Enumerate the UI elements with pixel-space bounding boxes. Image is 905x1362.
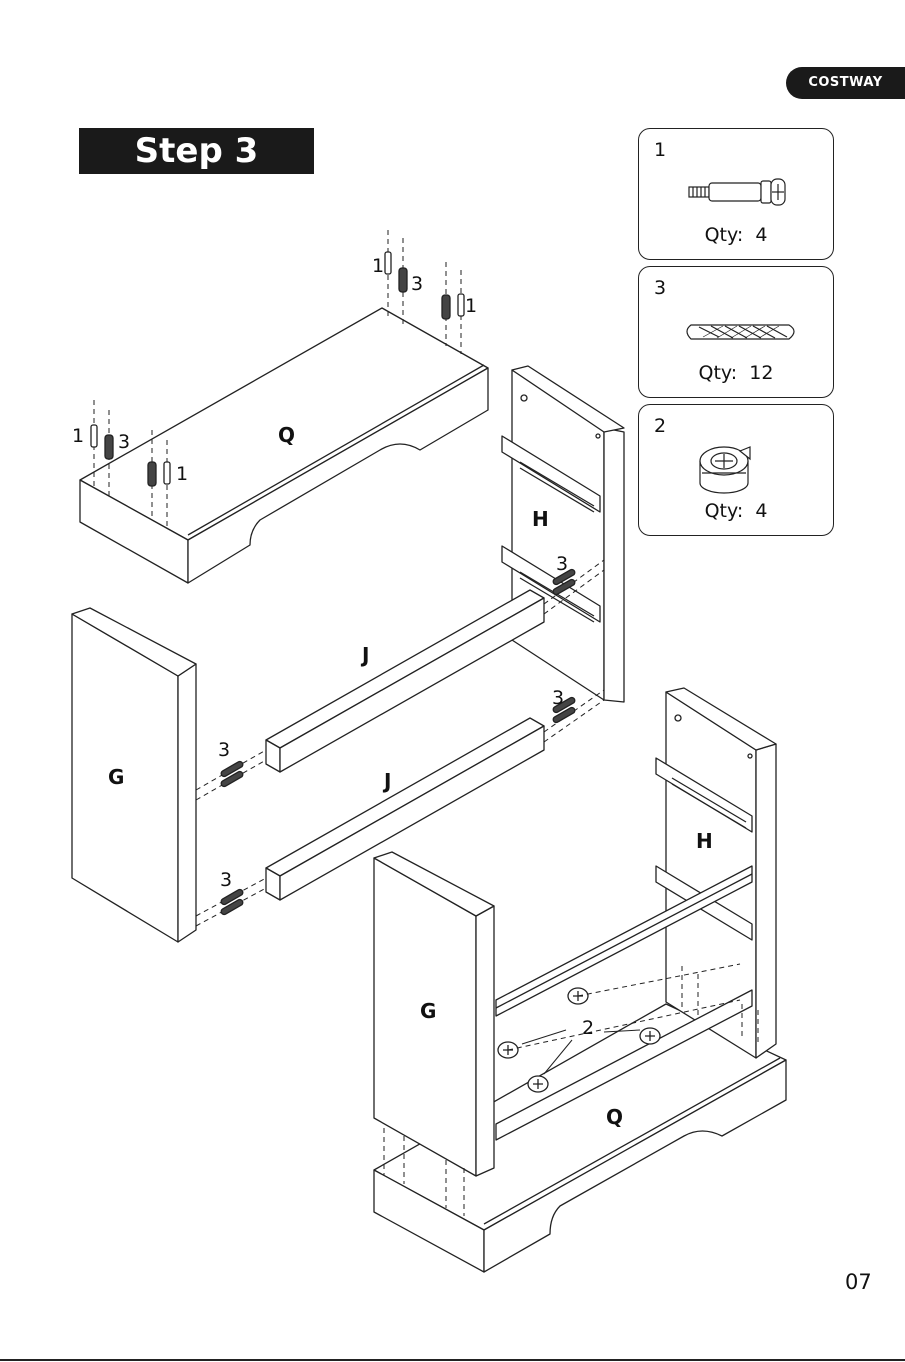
label-g-assembled: G [420,999,436,1023]
label-h-side: H [532,507,549,531]
panel-g-side [72,608,196,942]
callout-3: 3 [220,869,232,891]
callout-1: 1 [176,463,188,485]
callout-3: 3 [411,273,423,295]
callout-3: 3 [556,553,568,575]
footer-divider [0,1359,905,1361]
label-q-top: Q [278,423,295,447]
callout-1: 1 [372,255,384,277]
label-j-lower: J [382,769,391,793]
label-j-upper: J [360,643,369,667]
label-g-side: G [108,765,124,789]
page-number: 07 [845,1270,872,1294]
callout-3: 3 [118,431,130,453]
callout-1: 1 [72,425,84,447]
label-q-assembled: Q [606,1105,623,1129]
callout-1: 1 [465,295,477,317]
label-h-assembled: H [696,829,713,853]
callout-2: 2 [582,1017,594,1039]
callout-3: 3 [218,739,230,761]
callout-3: 3 [552,687,564,709]
assembled-side-h [656,688,776,1058]
panel-h-side [502,366,624,702]
